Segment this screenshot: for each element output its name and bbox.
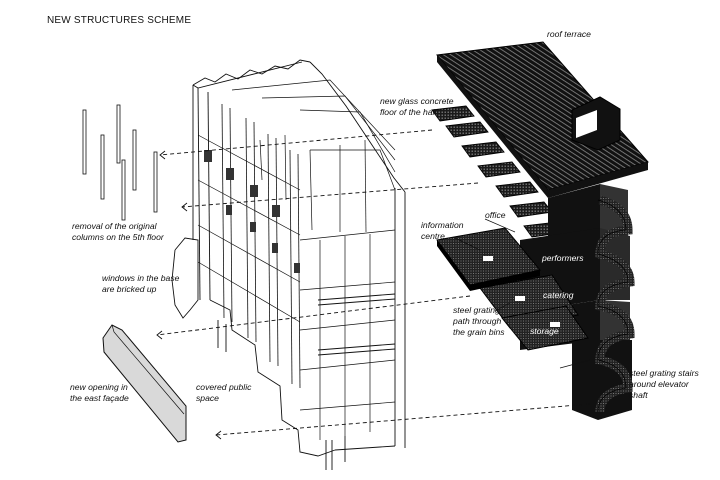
label-office: office [485,210,506,220]
label-glass-floor: new glass concrete floor of the hall [380,96,454,117]
label-leaders [454,218,591,369]
label-information-centre: information centre [421,220,464,241]
facade-window-marks [204,150,300,273]
label-performers: performers [542,253,584,263]
storage-platform [501,305,589,351]
exploded-view-arrows [156,129,591,436]
label-storage: storage [530,326,559,336]
label-windows-bricked: windows in the base are bricked up [102,273,180,294]
arrow-heads [156,150,222,440]
label-covered-space: covered public space [196,382,252,403]
label-grating-stairs: steel grating stairs around elevator sha… [629,368,699,400]
building-shell [171,59,406,470]
label-roof-terrace: roof terrace [547,29,591,39]
label-catering: catering [543,290,574,300]
removed-columns [82,104,158,221]
diagram-title: NEW STRUCTURES SCHEME [47,15,192,26]
label-grating-path: steel grating path through the grain bin… [453,305,505,337]
information-centre-platform [436,227,541,291]
roof-terrace [436,41,649,198]
new-opening-slab [102,324,187,443]
label-new-opening: new opening in the east façade [70,382,129,403]
label-removal-columns: removal of the original columns on the 5… [72,221,164,242]
